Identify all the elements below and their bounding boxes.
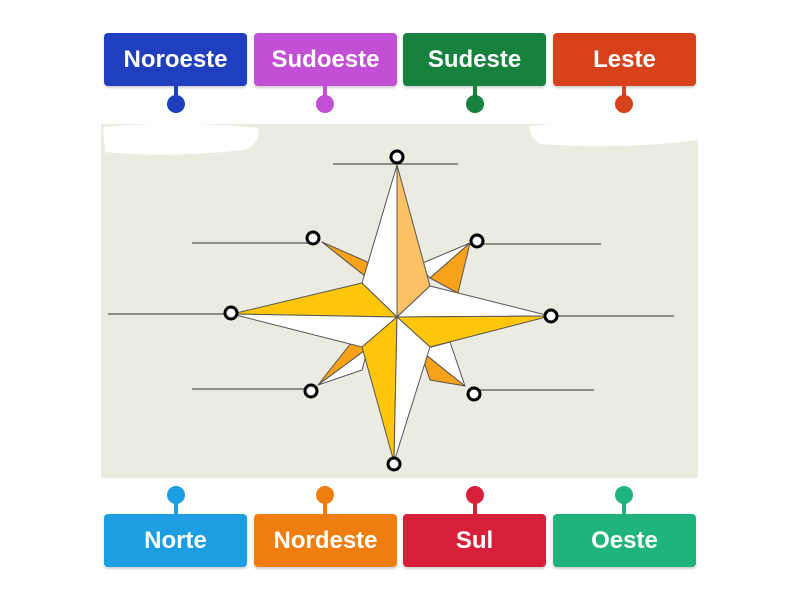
label-pin-knob [316,95,334,113]
ray-south-right [393,316,431,463]
label-pin-stem [323,86,327,100]
label-tile-sul[interactable]: Sul [403,514,546,567]
label-pin-stem [174,86,178,100]
label-text: Norte [144,526,207,554]
label-tile-oeste[interactable]: Oeste [553,514,696,567]
label-pin-knob [167,486,185,504]
drop-target-northwest[interactable] [305,230,321,246]
label-pin-knob [615,95,633,113]
label-pin-stem [323,500,327,514]
drop-target-north[interactable] [389,149,405,165]
label-text: Sul [455,526,494,554]
label-pin-stem [622,86,626,100]
ray-ne-right [429,242,471,294]
drop-target-southeast[interactable] [466,386,482,402]
drop-target-east[interactable] [543,308,559,324]
label-pin-stem [174,500,178,514]
label-pin-knob [466,486,484,504]
label-text: Oeste [591,526,658,554]
label-tile-norte[interactable]: Norte [104,514,247,567]
drop-target-southwest[interactable] [303,383,319,399]
label-pin-knob [316,486,334,504]
label-pin-stem [473,500,477,514]
label-text: Nordeste [273,526,378,554]
label-tile-nordeste[interactable]: Nordeste [254,514,397,567]
label-pin-stem [622,500,626,514]
label-pin-knob [615,486,633,504]
erased-patch [529,121,698,147]
drop-target-west[interactable] [223,305,239,321]
label-pin-stem [473,86,477,100]
drop-target-northeast[interactable] [469,233,485,249]
label-pin-knob [167,95,185,113]
drop-target-south[interactable] [386,456,402,472]
cardinal-rays [231,164,551,463]
erased-patch [103,123,259,155]
leader-lines [108,163,674,391]
label-pin-knob [466,95,484,113]
